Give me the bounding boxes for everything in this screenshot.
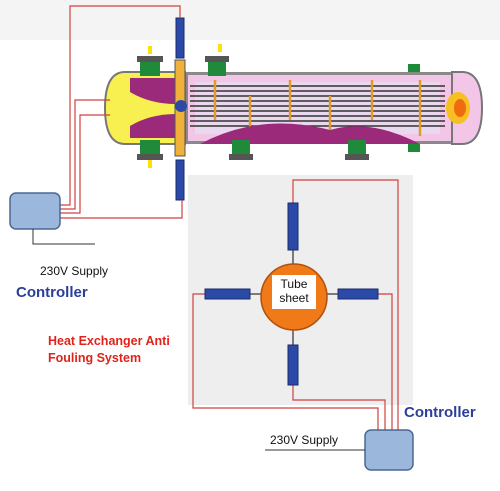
- left-head-baffle-top: [130, 78, 176, 104]
- tube-sheet-assembly: [192, 179, 399, 430]
- nozzle-shell-bottom-left: [232, 140, 250, 156]
- bottom-controller-label: Controller: [404, 404, 476, 421]
- tube-sheet-transducer-left: [204, 288, 251, 300]
- tube-sheet-transducer-bottom: [287, 344, 299, 386]
- top-panel-background: [0, 0, 500, 40]
- top-controller-label: Controller: [16, 284, 88, 301]
- heat-exchanger: [103, 17, 484, 201]
- system-title-line2: Fouling System: [48, 351, 142, 365]
- controller-box-top[interactable]: [9, 192, 61, 230]
- nozzle-shell-top: [208, 60, 226, 76]
- controller-box-bottom[interactable]: [364, 429, 414, 471]
- transducer-bottom: [175, 159, 185, 201]
- nozzle-inlet-top: [140, 60, 160, 76]
- fitting-marks: [148, 44, 222, 168]
- tube-sheet-label-line1: Tube: [280, 277, 308, 291]
- system-title-line1: Heat Exchanger Anti: [48, 334, 170, 348]
- transducer-arms: [250, 250, 338, 345]
- tube-sheet-wiring: [192, 179, 399, 430]
- left-head-baffle-bottom: [130, 114, 176, 138]
- system-title: Heat Exchanger Anti Fouling System: [48, 333, 170, 367]
- bottom-supply-label: 230V Supply: [270, 433, 339, 447]
- tube-sheet-label-plate: [272, 275, 316, 309]
- shell-bottom-flow-region: [200, 123, 420, 144]
- tube-bundle: [190, 85, 445, 127]
- transducer-top: [175, 17, 185, 59]
- top-controller-wiring: [60, 5, 183, 219]
- baffle-plates: [213, 80, 422, 136]
- tube-sheet-transducer-right: [337, 288, 379, 300]
- top-supply-label: 230V Supply: [40, 264, 109, 278]
- tube-sheet-transducer-top: [287, 202, 299, 251]
- tube-sheet-label-line2: sheet: [279, 291, 309, 305]
- nozzles: [137, 56, 420, 160]
- tube-sheet-label: Tube sheet: [272, 277, 316, 305]
- top-supply-cable: [32, 229, 95, 245]
- right-head-flame-core: [454, 99, 466, 117]
- nozzle-shell-bottom-right: [348, 140, 366, 156]
- sheet-center-marker: [175, 100, 187, 112]
- nozzle-outlet-bottom: [140, 140, 160, 156]
